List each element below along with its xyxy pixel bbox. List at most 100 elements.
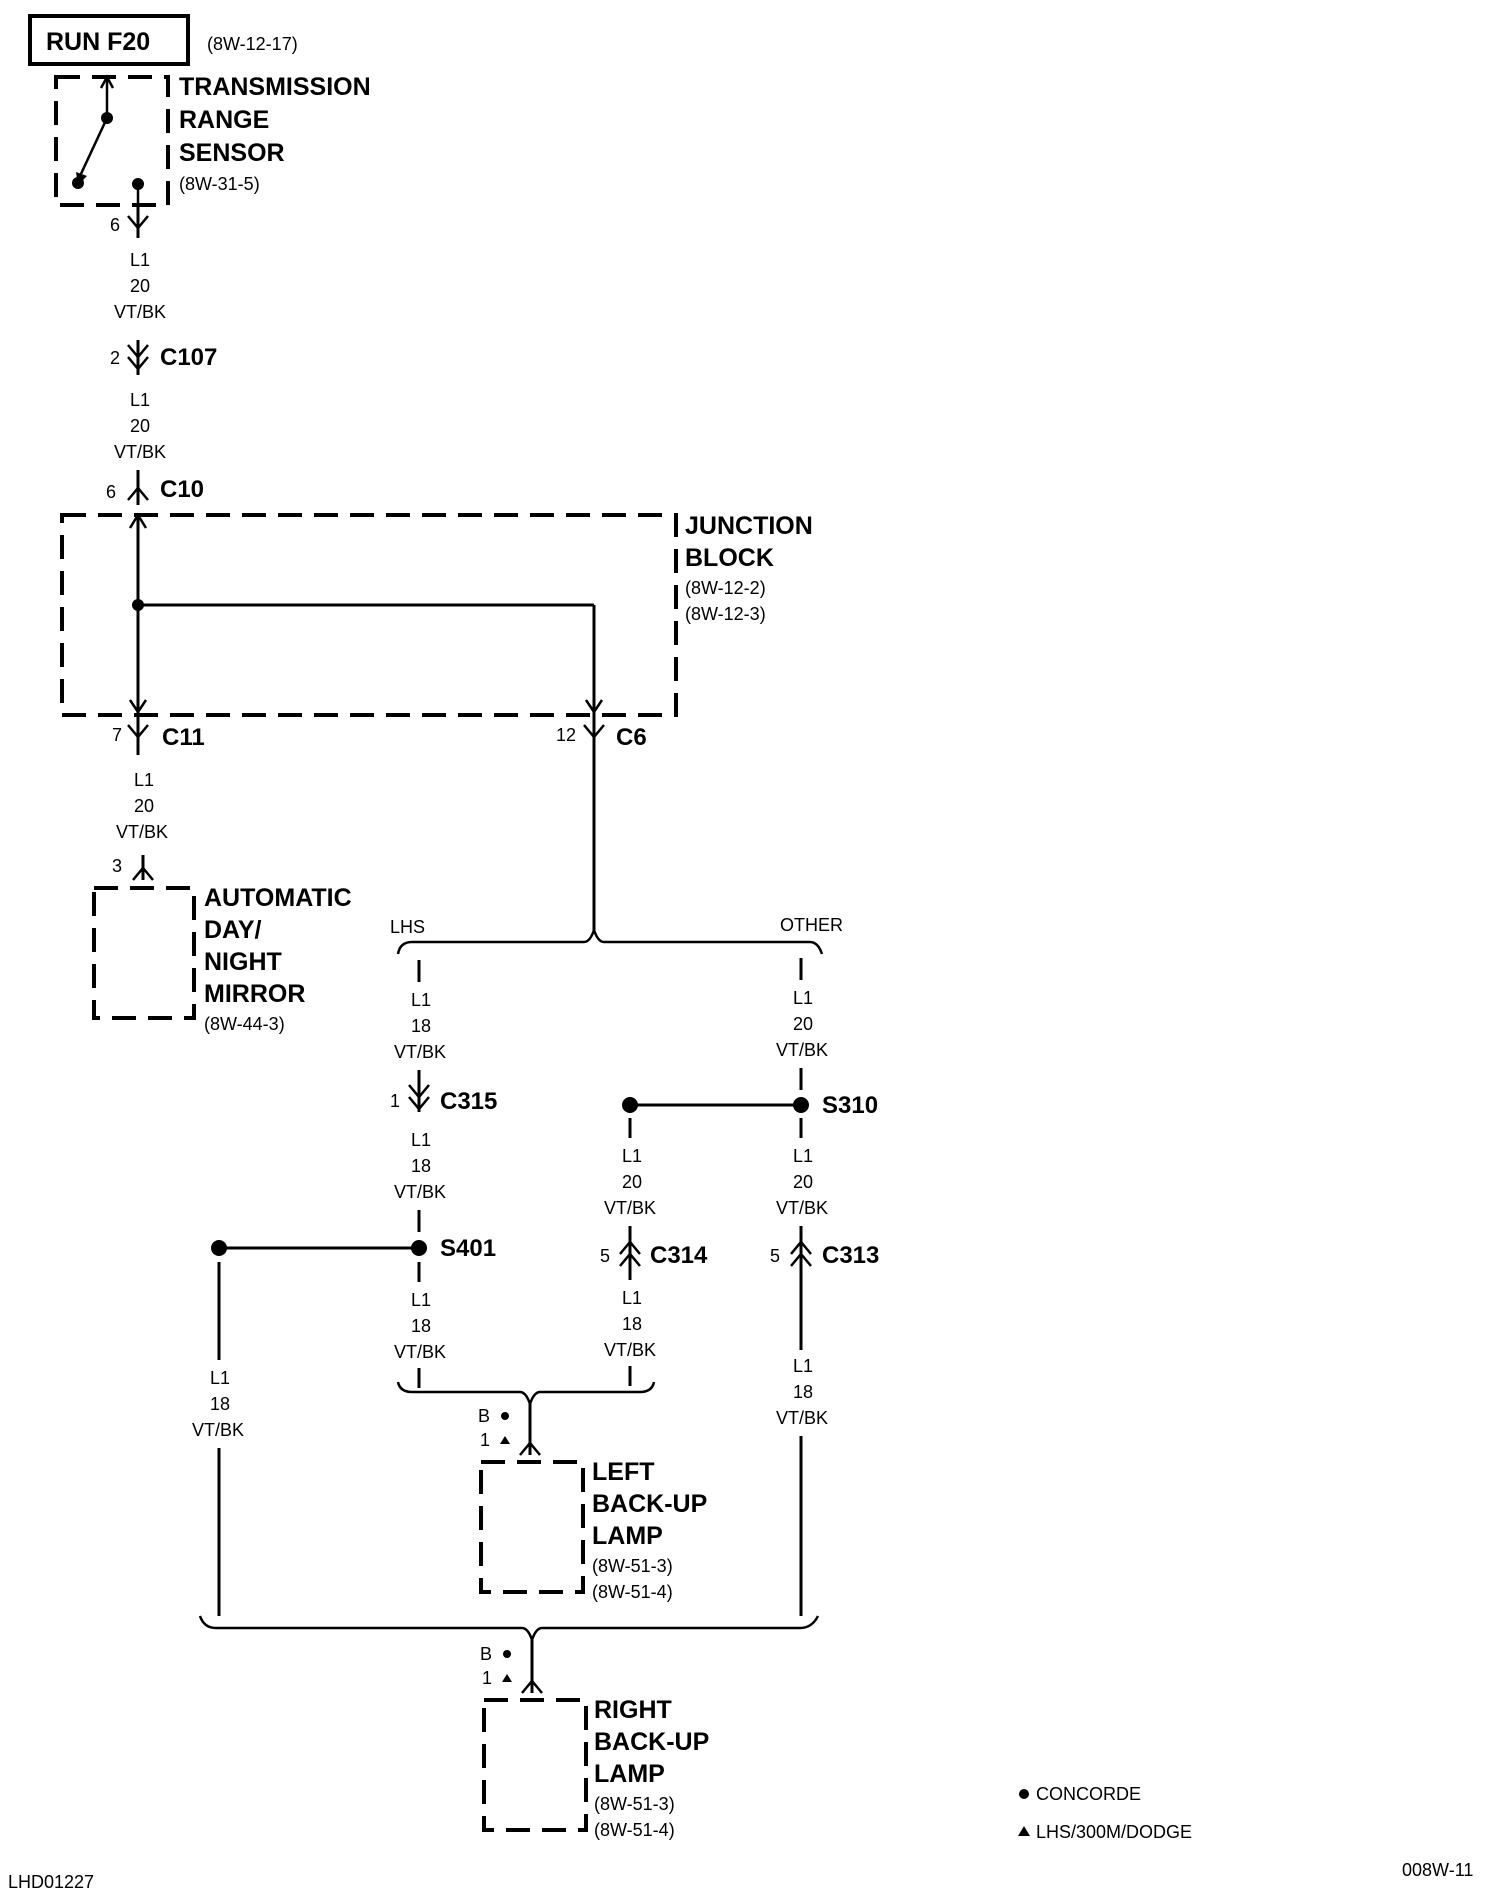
svg-text:L1: L1 [793,1356,813,1376]
svg-text:LAMP: LAMP [594,1760,665,1788]
svg-text:20: 20 [130,276,150,296]
svg-text:VT/BK: VT/BK [114,302,166,322]
svg-text:NIGHT: NIGHT [204,948,282,976]
svg-text:VT/BK: VT/BK [192,1420,244,1440]
svg-text:L1: L1 [411,1130,431,1150]
svg-text:VT/BK: VT/BK [394,1042,446,1062]
svg-text:AUTOMATIC: AUTOMATIC [204,884,352,912]
legend: CONCORDE LHS/300M/DODGE [1018,1784,1192,1842]
svg-text:18: 18 [411,1016,431,1036]
svg-text:VT/BK: VT/BK [394,1182,446,1202]
lhs-branch: L1 18 VT/BK 1 C315 L1 18 VT/BK [390,960,497,1232]
svg-text:B: B [478,1406,490,1426]
svg-text:VT/BK: VT/BK [776,1198,828,1218]
svg-text:VT/BK: VT/BK [776,1408,828,1428]
svg-text:L1: L1 [793,988,813,1008]
svg-text:12: 12 [556,725,576,745]
svg-text:18: 18 [411,1156,431,1176]
junction-ref-1: (8W-12-2) [685,578,766,598]
other-branch: L1 20 VT/BK [776,958,828,1090]
svg-text:L1: L1 [411,990,431,1010]
sensor-pin-connector: 6 [110,205,149,238]
svg-text:L1: L1 [622,1146,642,1166]
s310-label: S310 [822,1092,878,1119]
option-lhs: LHS [390,917,425,937]
option-other: OTHER [780,915,843,935]
svg-text:20: 20 [793,1172,813,1192]
s401-left-branch: L1 18 VT/BK [192,1262,244,1616]
svg-text:18: 18 [622,1314,642,1334]
c314-branch: L1 20 VT/BK 5 C314 L1 18 VT/BK [600,1118,708,1386]
svg-text:1: 1 [390,1091,400,1111]
wire-label-3: L1 20 VT/BK [116,770,168,842]
svg-text:MIRROR: MIRROR [204,980,305,1008]
c313-label: C313 [822,1242,879,1269]
junction-name-1: JUNCTION [685,512,813,540]
svg-text:6: 6 [106,482,116,502]
lhs-triangle-icon [1018,1826,1030,1836]
wire-label-2: L1 20 VT/BK [114,390,166,462]
sensor-name-1: TRANSMISSION [179,73,371,101]
svg-text:L1: L1 [793,1146,813,1166]
connector-c11: 7 C11 [112,712,205,755]
svg-text:7: 7 [112,725,122,745]
svg-text:3: 3 [112,856,122,876]
automatic-day-night-mirror: 3 AUTOMATIC DAY/ NIGHT MIRROR (8W-44-3) [92,855,352,1034]
svg-text:18: 18 [411,1316,431,1336]
svg-text:L1: L1 [134,770,154,790]
svg-text:(8W-51-4): (8W-51-4) [592,1582,673,1602]
connector-c10: 6 C10 [106,470,204,505]
junction-ref-2: (8W-12-3) [685,604,766,624]
splice-s401: S401 L1 18 VT/BK [211,1235,496,1388]
figure-code-left: LHD01227 [8,1872,94,1892]
svg-text:L1: L1 [130,250,150,270]
svg-text:B: B [480,1644,492,1664]
transmission-range-sensor: TRANSMISSION RANGE SENSOR (8W-31-5) [54,73,371,207]
svg-text:BACK-UP: BACK-UP [592,1490,707,1518]
c315-label: C315 [440,1088,497,1115]
svg-text:20: 20 [134,796,154,816]
legend-lhs-dodge: LHS/300M/DODGE [1036,1822,1192,1842]
svg-text:(8W-51-3): (8W-51-3) [592,1556,673,1576]
sensor-name-2: RANGE [179,106,269,134]
sensor-pin: 6 [110,215,120,235]
svg-text:1: 1 [482,1668,492,1688]
c10-label: C10 [160,476,204,503]
svg-text:L1: L1 [411,1290,431,1310]
svg-text:VT/BK: VT/BK [604,1340,656,1360]
junction-block: JUNCTION BLOCK (8W-12-2) (8W-12-3) [60,512,813,717]
svg-text:20: 20 [622,1172,642,1192]
svg-text:(8W-44-3): (8W-44-3) [204,1014,285,1034]
fuse-ref: (8W-12-17) [207,34,298,54]
svg-text:2: 2 [110,348,120,368]
svg-text:(8W-51-4): (8W-51-4) [594,1820,675,1840]
wire-label-1: L1 20 VT/BK [114,250,166,322]
svg-text:L1: L1 [130,390,150,410]
svg-text:18: 18 [793,1382,813,1402]
svg-text:RIGHT: RIGHT [594,1696,672,1724]
svg-text:L1: L1 [210,1368,230,1388]
svg-text:L1: L1 [622,1288,642,1308]
svg-text:BACK-UP: BACK-UP [594,1728,709,1756]
svg-text:(8W-51-3): (8W-51-3) [594,1794,675,1814]
svg-text:VT/BK: VT/BK [116,822,168,842]
left-backup-lamp: B 1 LEFT BACK-UP LAMP (8W-51-3) (8W-51-4… [396,1381,707,1602]
svg-text:1: 1 [480,1430,490,1450]
svg-text:20: 20 [793,1014,813,1034]
concorde-dot-icon [1019,1789,1029,1799]
right-backup-lamp: B 1 RIGHT BACK-UP LAMP (8W-51-3) (8W-51-… [198,1615,820,1840]
figure-code-right: 008W-11 [1402,1860,1473,1880]
svg-text:VT/BK: VT/BK [114,442,166,462]
svg-text:VT/BK: VT/BK [604,1198,656,1218]
svg-text:5: 5 [770,1246,780,1266]
connector-c107: 2 C107 [110,340,217,375]
c107-label: C107 [160,344,217,371]
c313-branch: L1 20 VT/BK 5 C313 L1 18 VT/BK [770,1118,879,1616]
c6-label: C6 [616,724,647,751]
sensor-name-3: SENSOR [179,139,285,167]
svg-text:18: 18 [210,1394,230,1414]
splice-s310: S310 [622,1092,878,1119]
svg-text:LEFT: LEFT [592,1458,655,1486]
svg-text:20: 20 [130,416,150,436]
